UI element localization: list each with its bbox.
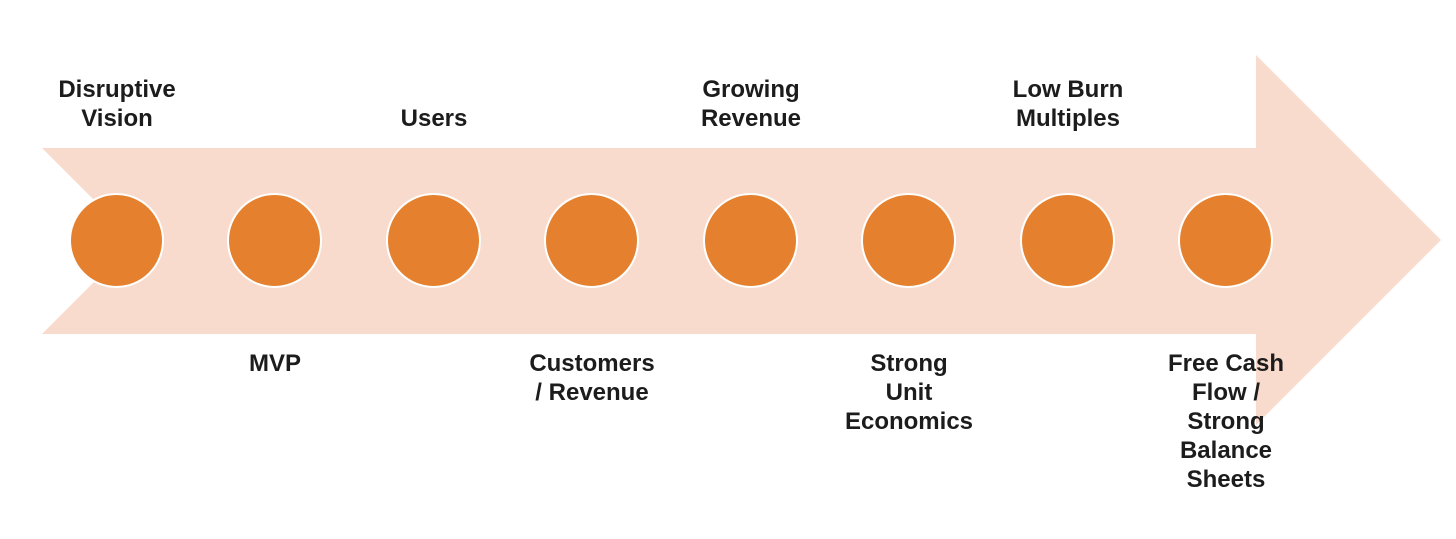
stage-label: Disruptive Vision xyxy=(58,76,176,132)
stage-circle xyxy=(386,193,481,288)
stage-growing-revenue: Growing Revenue xyxy=(666,0,836,539)
stage-circle xyxy=(861,193,956,288)
stage-disruptive-vision: Disruptive Vision xyxy=(32,0,202,539)
stage-label: Growing Revenue xyxy=(700,76,802,132)
stage-strong-unit-economics: Strong Unit Economics xyxy=(824,0,994,539)
stage-label: Strong Unit Economics xyxy=(844,350,974,435)
stage-users: Users xyxy=(349,0,519,539)
stage-circle xyxy=(69,193,164,288)
stage-low-burn-multiples: Low Burn Multiples xyxy=(983,0,1153,539)
stage-label: Customers / Revenue xyxy=(529,350,655,406)
stage-circle xyxy=(1020,193,1115,288)
stage-circle xyxy=(227,193,322,288)
stage-circle xyxy=(1178,193,1273,288)
stage-circle xyxy=(544,193,639,288)
stage-circle xyxy=(703,193,798,288)
stage-label: MVP xyxy=(248,350,301,377)
stage-customers-revenue: Customers / Revenue xyxy=(507,0,677,539)
stage-label: Free Cash Flow / Strong Balance Sheets xyxy=(1167,350,1285,493)
stage-label: Low Burn Multiples xyxy=(1012,76,1124,132)
stage-label: Users xyxy=(400,105,468,132)
stage-mvp: MVP xyxy=(190,0,360,539)
stage-free-cash-flow: Free Cash Flow / Strong Balance Sheets xyxy=(1141,0,1311,539)
